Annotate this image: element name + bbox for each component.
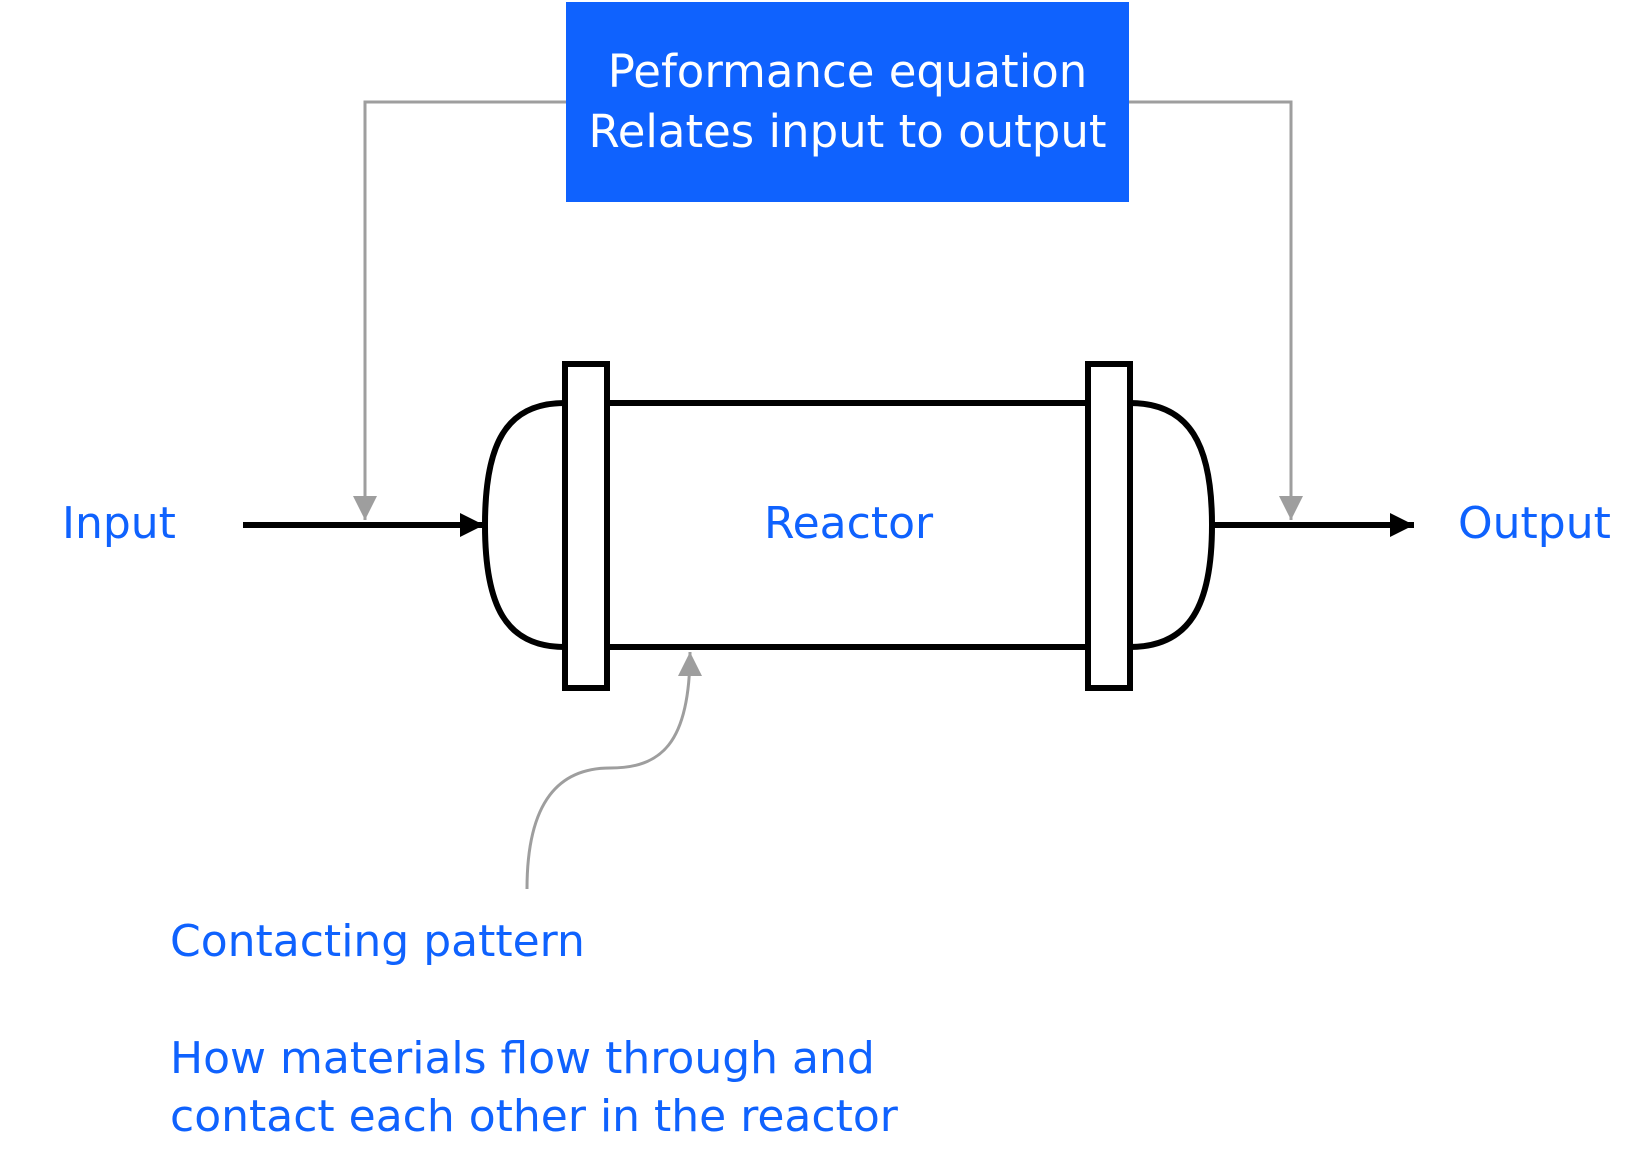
reactor-right-flange (1085, 361, 1133, 691)
performance-equation-subtitle: Relates input to output (588, 105, 1107, 158)
contacting-pattern-pointer (525, 651, 702, 890)
performance-to-output-connector (1129, 100, 1303, 520)
contacting-pattern-description: How materials flow through and contact e… (170, 1030, 898, 1146)
output-label: Output (1458, 498, 1611, 549)
input-label: Input (62, 498, 176, 549)
contacting-pattern-title: Contacting pattern (170, 916, 585, 967)
reactor-label: Reactor (764, 498, 934, 549)
performance-equation-title: Peformance equation (607, 45, 1088, 98)
performance-equation-box: Peformance equation Relates input to out… (566, 2, 1129, 202)
reactor-right-head (1129, 400, 1216, 650)
reactor-vessel (481, 361, 1216, 691)
reactor-left-head (481, 400, 566, 650)
reactor-left-flange (562, 361, 610, 691)
performance-to-input-connector (353, 100, 566, 520)
contacting-pattern-desc-line2: contact each other in the reactor (170, 1091, 898, 1142)
performance-box-bg (566, 2, 1129, 202)
contacting-pattern-desc-line1: How materials flow through and (170, 1033, 875, 1084)
